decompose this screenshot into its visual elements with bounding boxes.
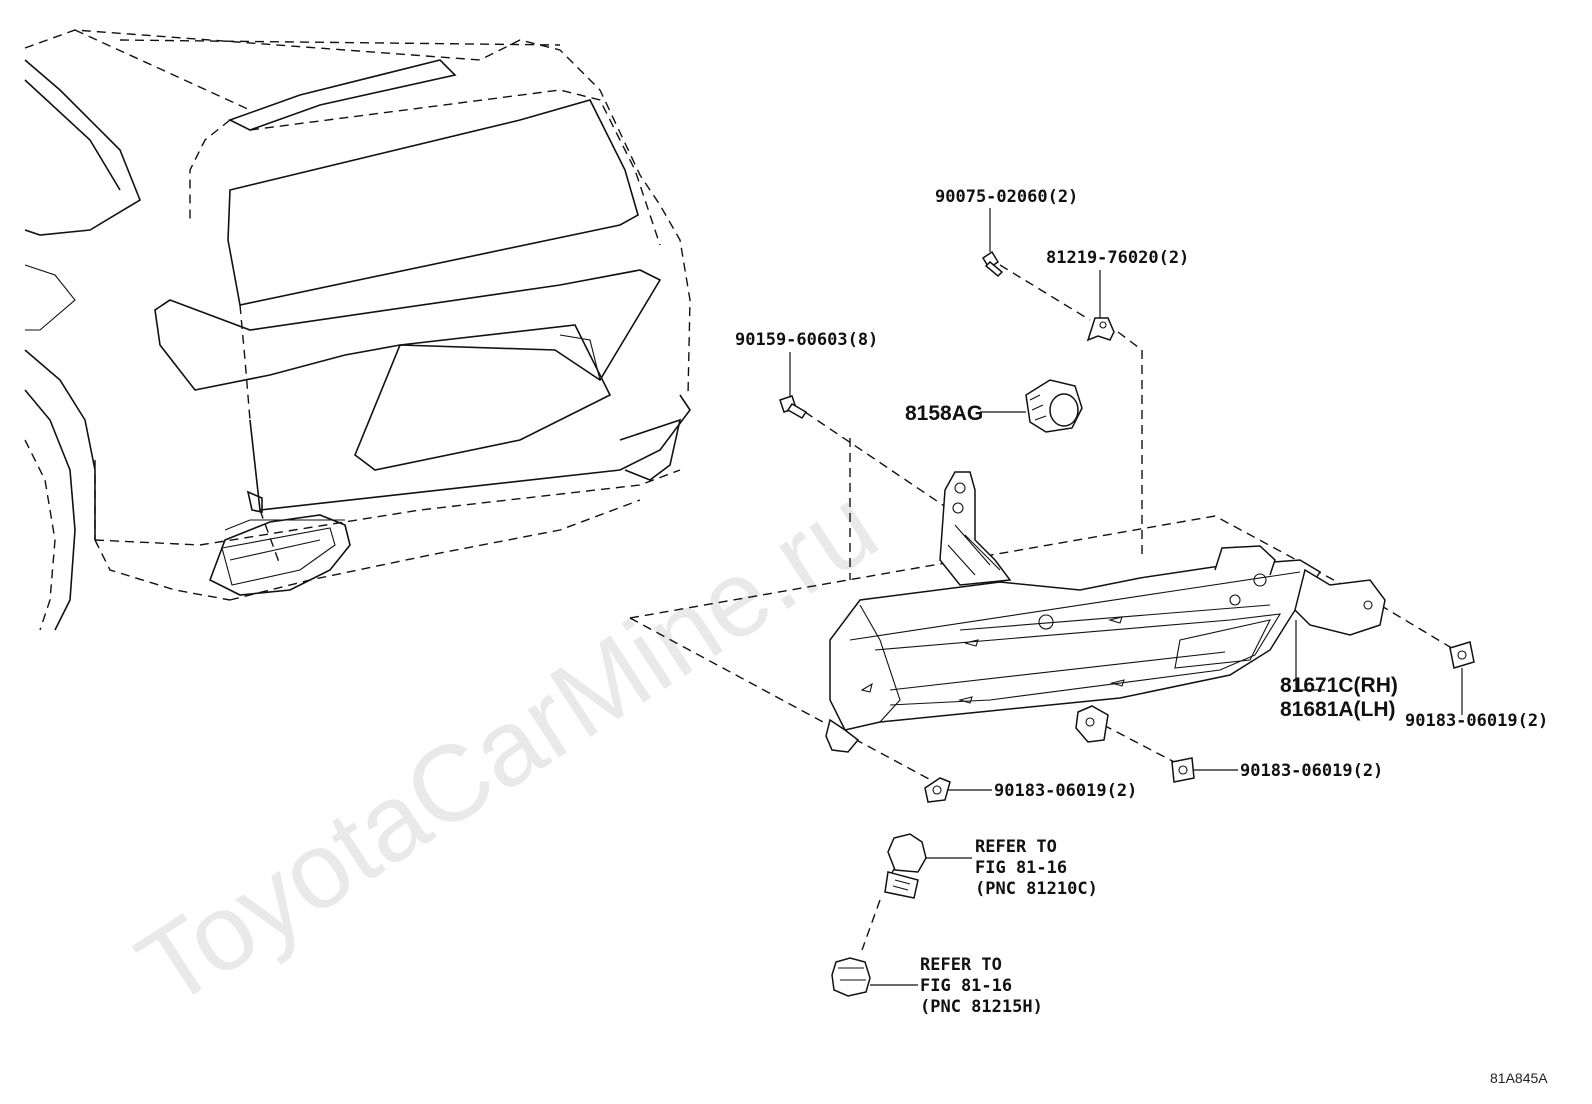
label-screw-left: 90159-60603(8) <box>735 330 878 350</box>
label-lamp-lh: 81681A(LH) <box>1280 698 1396 721</box>
label-socket: 8158AG <box>905 402 983 425</box>
refer-socket-line3: (PNC 81215H) <box>920 997 1043 1017</box>
vehicle-rear-outline <box>24 29 691 631</box>
leader-lines <box>789 208 1463 986</box>
socket-8158ag <box>1025 379 1083 433</box>
refer-bulb-line2: FIG 81-16 <box>975 858 1067 878</box>
label-clip-top: 81219-76020(2) <box>1046 248 1189 268</box>
labels: 90075-02060(2) 81219-76020(2) 90159-6060… <box>735 187 1548 1086</box>
figure-code: 81A845A <box>1490 1070 1548 1086</box>
refer-bulb-line3: (PNC 81210C) <box>975 879 1098 899</box>
bulb <box>884 833 927 899</box>
bulb-socket <box>831 957 871 997</box>
label-nut-right: 90183-06019(2) <box>1405 711 1548 731</box>
label-nut-middle: 90183-06019(2) <box>1240 761 1383 781</box>
refer-socket-line2: FIG 81-16 <box>920 976 1012 996</box>
watermark: ToyotaCarMine.ru <box>117 464 898 1030</box>
clip-top <box>1086 317 1115 342</box>
label-lamp-rh: 81671C(RH) <box>1280 674 1398 697</box>
refer-bulb-line1: REFER TO <box>975 837 1057 857</box>
label-nut-left: 90183-06019(2) <box>994 781 1137 801</box>
reflector-lamp-assembly <box>825 471 1386 753</box>
nut-left <box>924 777 951 803</box>
label-screw-top: 90075-02060(2) <box>935 187 1078 207</box>
refer-socket-line1: REFER TO <box>920 955 1002 975</box>
nut-right <box>1449 641 1475 669</box>
screw-top <box>981 250 1004 278</box>
nut-middle <box>1171 757 1195 783</box>
screw-left <box>779 395 808 419</box>
